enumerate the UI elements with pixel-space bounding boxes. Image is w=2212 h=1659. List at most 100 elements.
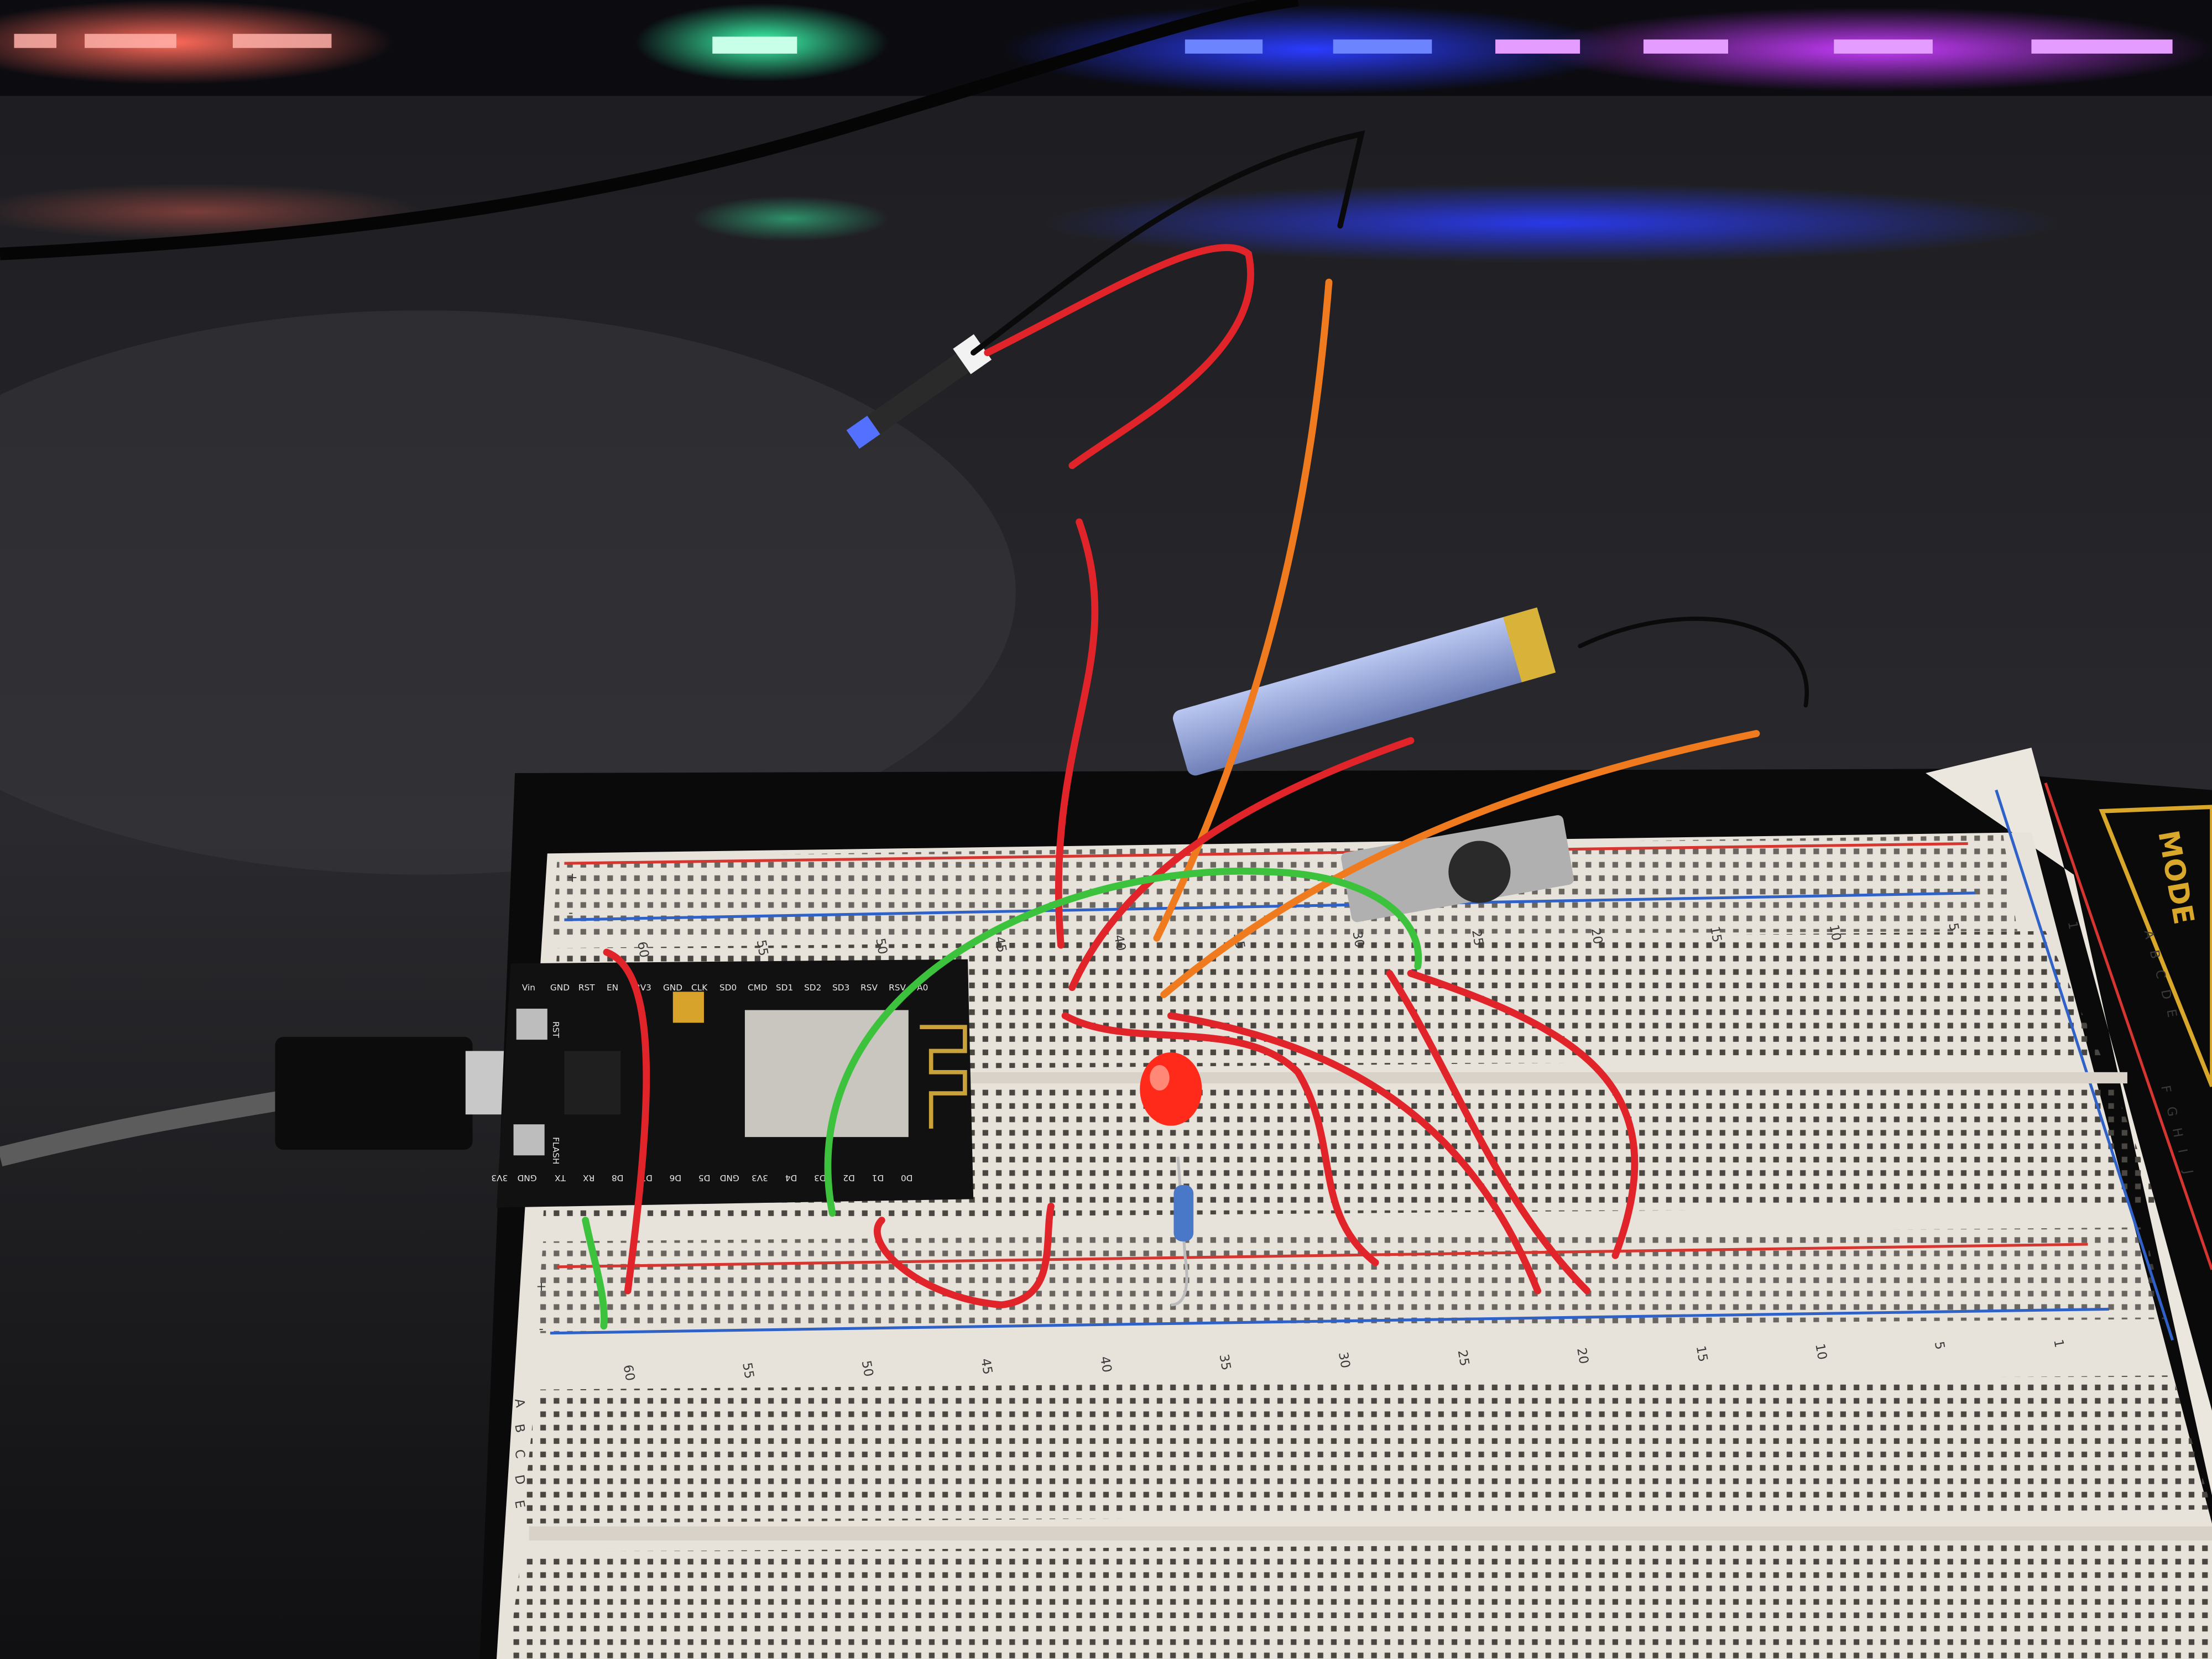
flash-button-label: FLASH	[551, 1137, 561, 1164]
red-wire	[1061, 1012, 1379, 1266]
column-number: 45	[978, 1357, 995, 1375]
esp-pin-label: EN	[607, 983, 618, 993]
esp-pin-label: CLK	[691, 983, 708, 993]
column-number: 30	[1335, 1351, 1353, 1369]
column-number: 20	[1588, 927, 1605, 945]
esp-pin-label: GND	[550, 983, 570, 993]
led-red	[1140, 1052, 1202, 1126]
esp-wifi-module	[744, 1010, 909, 1138]
row-letter: E	[2163, 1008, 2179, 1019]
resistor-lead	[1171, 1156, 1188, 1307]
flash-button[interactable]	[513, 1124, 545, 1156]
usb-cable	[0, 1091, 284, 1167]
esp-pin-label: D2	[843, 1173, 855, 1183]
esp-pin-label: GND	[518, 1173, 537, 1183]
red-wire	[1407, 969, 1639, 1259]
column-number: 5	[1945, 922, 1961, 932]
esp-pin-label: D8	[612, 1173, 624, 1183]
column-number: 15	[1693, 1344, 1710, 1363]
esp-pin-label: RSV	[860, 983, 878, 993]
rst-button-label: RST	[551, 1021, 561, 1038]
esp-pin-label: D1	[872, 1173, 884, 1183]
black-wire	[1578, 617, 1809, 708]
row-letter: D	[512, 1474, 528, 1486]
column-number: 1	[2065, 920, 2080, 931]
row-letter: E	[512, 1499, 527, 1510]
column-number: 45	[992, 935, 1009, 953]
column-number: 10	[1827, 924, 1844, 942]
row-letter: A	[2141, 929, 2157, 940]
rail-plus-label: +	[536, 1280, 546, 1294]
esp-pin-label: RSV	[889, 983, 906, 993]
esp-pin-label: D5	[698, 1173, 711, 1183]
column-number: 55	[754, 939, 771, 957]
mat-border	[2099, 805, 2212, 1087]
row-letter: G	[2163, 1105, 2179, 1118]
row-letter: B	[512, 1423, 527, 1434]
column-number: 15	[1707, 925, 1724, 943]
row-letter: H	[2169, 1126, 2185, 1139]
column-number: 50	[859, 1359, 876, 1378]
rail-plus-label: +	[567, 870, 578, 885]
red-wire	[1055, 518, 1099, 949]
column-number: 30	[1350, 930, 1367, 948]
row-letter: I	[2175, 1148, 2190, 1154]
orange-wire	[1160, 730, 1760, 998]
esp-pin-label: CMD	[748, 983, 768, 993]
usb-connector	[275, 1037, 473, 1150]
keyboard-reflection	[1044, 183, 2060, 263]
esp-pin-label: SD1	[776, 983, 793, 993]
desk-highlight	[0, 310, 1016, 875]
rail-minus-label: -	[568, 906, 573, 920]
column-number: 55	[739, 1361, 757, 1380]
black-wire	[971, 130, 1365, 356]
red-wire	[603, 948, 650, 1295]
esp-pin-label: 3V3	[752, 1173, 768, 1183]
esp-pin-label: D3	[814, 1173, 826, 1183]
esp-pin-label: GND	[663, 983, 682, 993]
keyboard-reflection	[691, 196, 889, 242]
esp-pin-label: RST	[578, 983, 595, 993]
rail-minus-label: -	[539, 1322, 543, 1337]
column-number: 20	[1574, 1347, 1591, 1365]
esp-pin-label: Vin	[522, 983, 535, 993]
column-number: 60	[634, 941, 651, 959]
pcb-antenna	[920, 1025, 967, 1129]
black-cable	[0, 0, 1299, 260]
green-wire	[582, 1217, 608, 1330]
column-number: 40	[1111, 933, 1128, 952]
column-number: 50	[873, 937, 890, 955]
row-letter: F	[2158, 1084, 2173, 1094]
capacitor	[672, 992, 704, 1023]
row-letter: C	[512, 1448, 527, 1459]
esp-pin-label: D0	[901, 1173, 913, 1183]
red-wire	[874, 1202, 1055, 1309]
led-highlight	[1150, 1065, 1170, 1091]
column-number: 5	[1932, 1340, 1947, 1351]
resistor	[1173, 1185, 1194, 1241]
column-number: 35	[1216, 1353, 1233, 1371]
red-wire	[1068, 737, 1415, 992]
rst-button[interactable]	[516, 1008, 547, 1040]
red-wire	[984, 244, 1254, 469]
column-number: 25	[1455, 1349, 1472, 1367]
row-letter: B	[2147, 949, 2162, 960]
green-wire	[824, 868, 1422, 1217]
esp-pin-label: RX	[583, 1173, 594, 1183]
red-wire	[1167, 1012, 1541, 1295]
esp-pin-label: SD0	[719, 983, 737, 993]
column-number: 10	[1812, 1343, 1829, 1361]
esp-pin-label: TX	[555, 1173, 566, 1183]
row-letter: A	[512, 1397, 527, 1408]
row-letter: C	[2152, 969, 2168, 980]
lipo-battery	[1172, 607, 1556, 776]
esp-pin-label: D4	[785, 1173, 797, 1183]
esp-pin-label: D6	[670, 1173, 682, 1183]
row-letter: D	[2158, 988, 2174, 1000]
column-number: 25	[1469, 928, 1486, 947]
esp8266-nodemcu-board	[496, 959, 974, 1208]
esp-pin-label: 3V3	[491, 1173, 508, 1183]
esp-pin-label: SD3	[832, 983, 849, 993]
rtc-module	[1341, 815, 1574, 922]
